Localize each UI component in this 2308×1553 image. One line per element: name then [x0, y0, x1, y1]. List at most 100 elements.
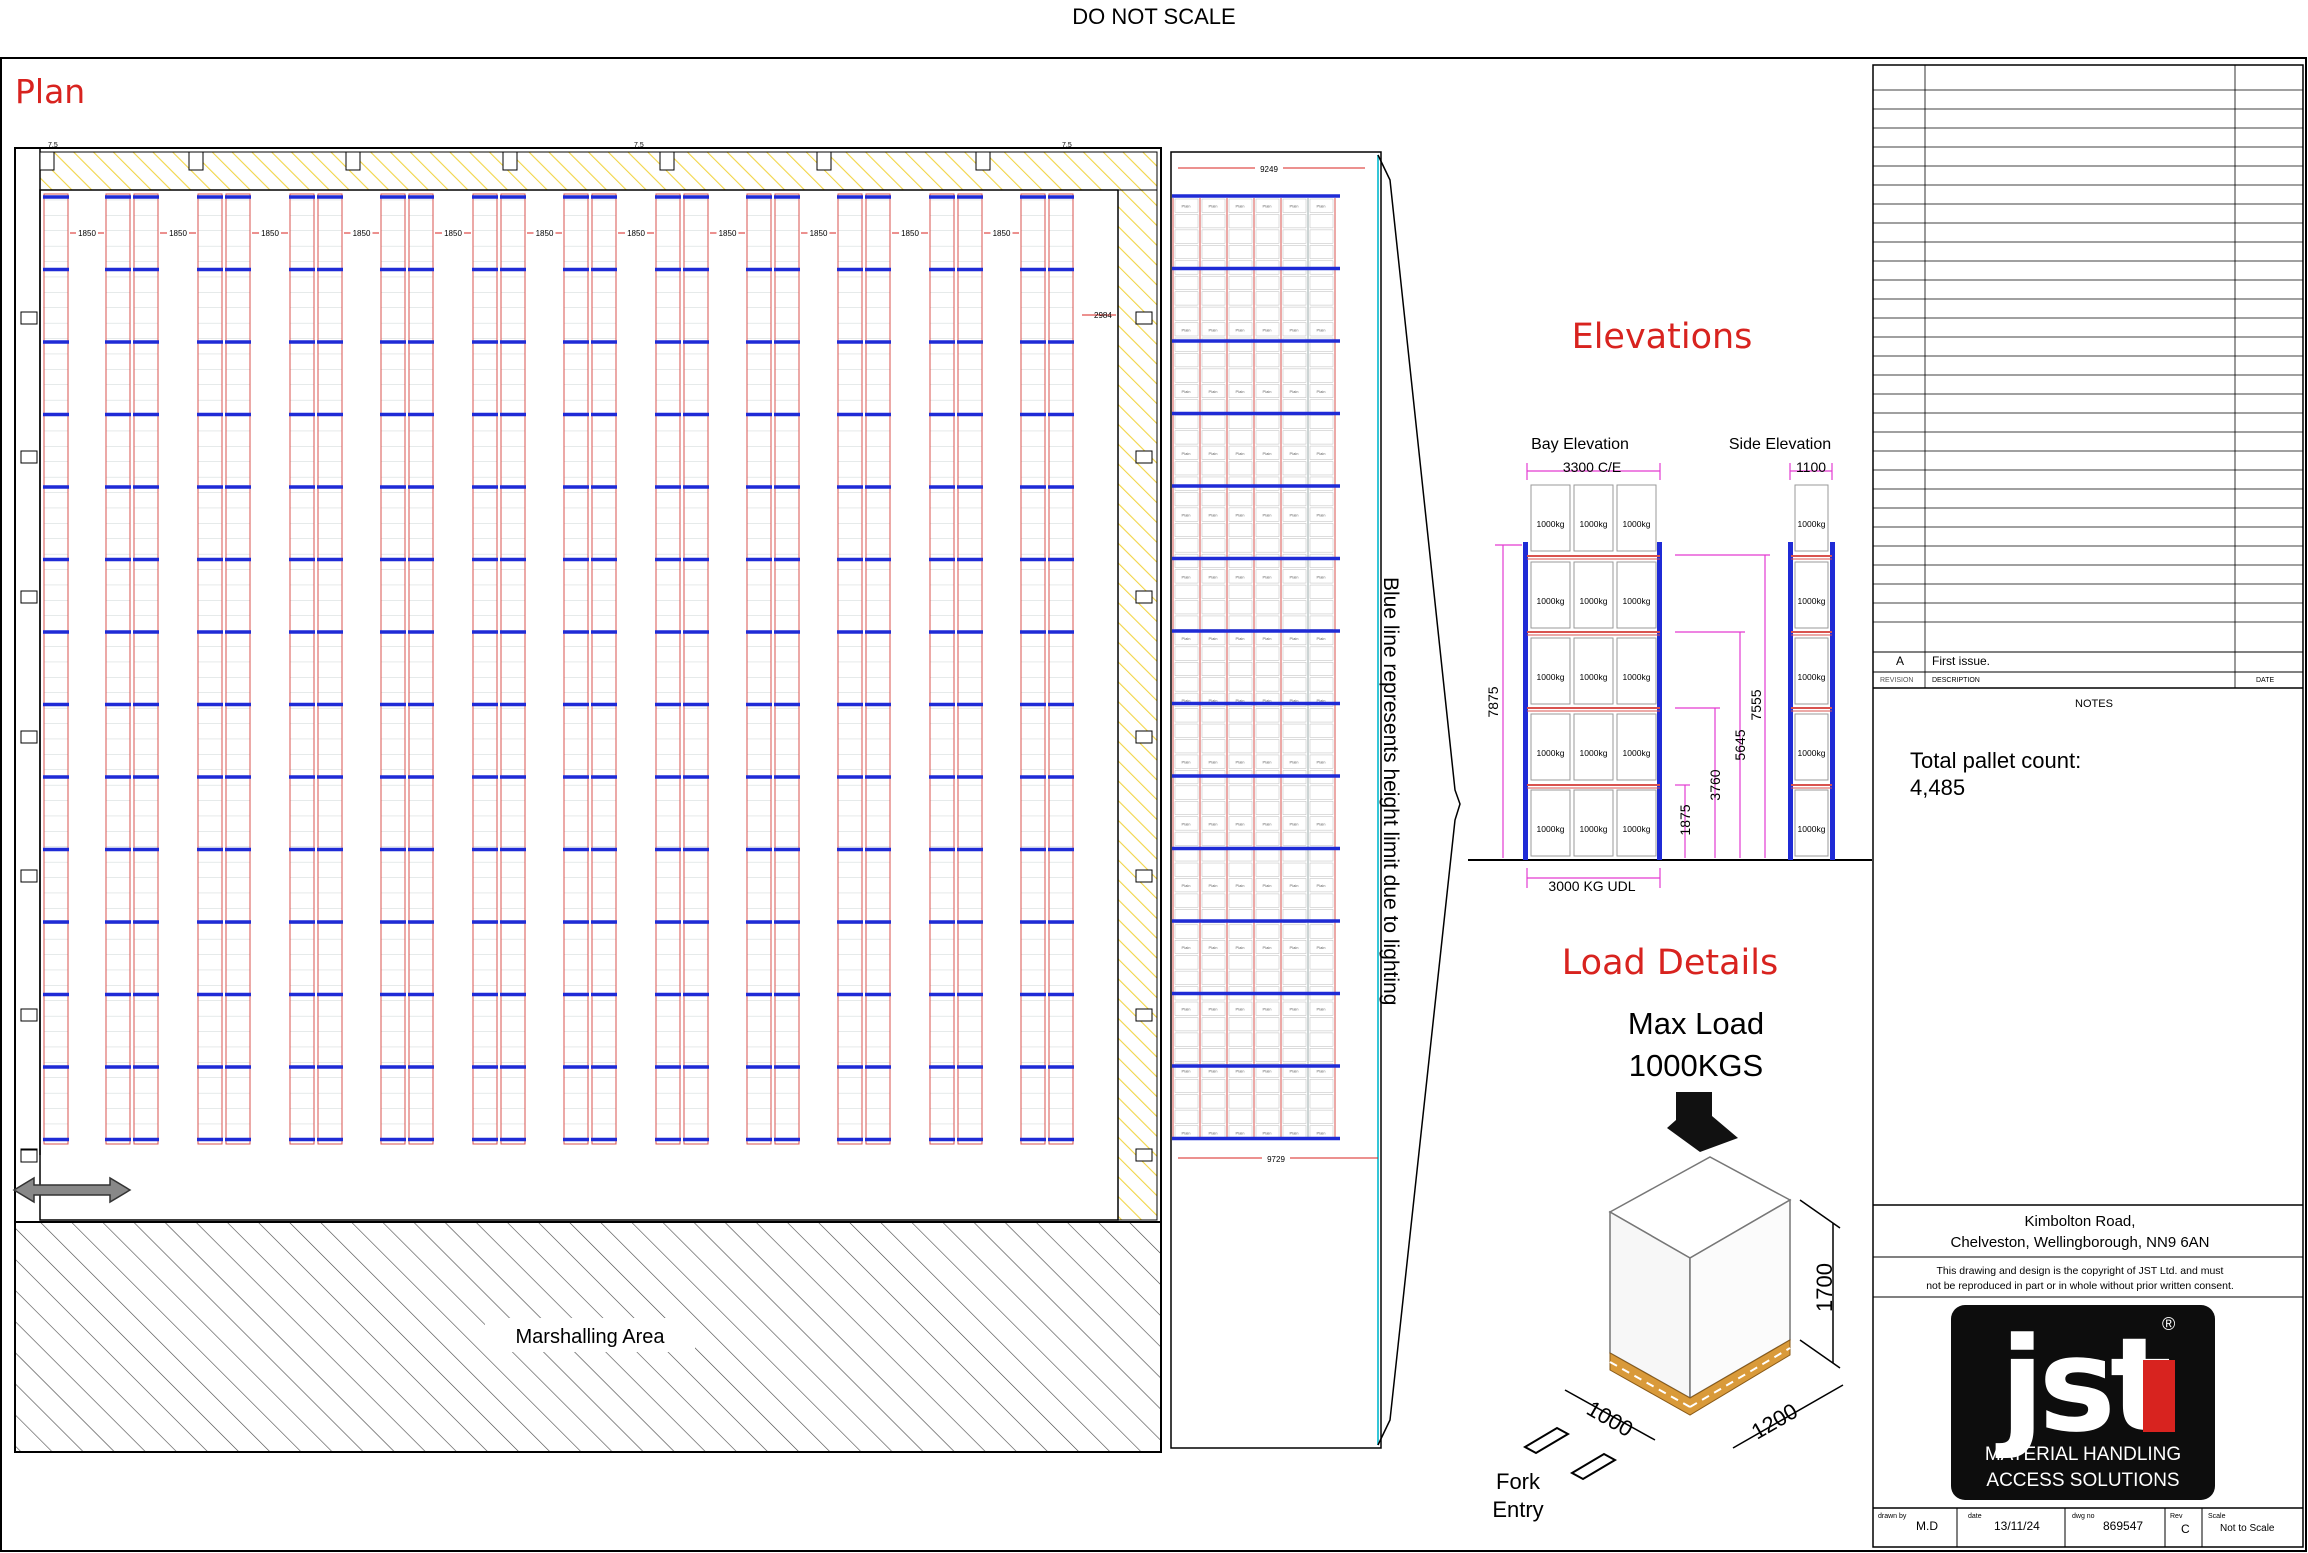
side-cell-label: Plain [1263, 1007, 1272, 1012]
column-left-5 [20, 1008, 38, 1022]
side-cell-label: Plain [1236, 513, 1245, 518]
side-cell-label: Plain [1290, 883, 1299, 888]
direction-arrow [12, 1176, 132, 1204]
rack-run-8-b [865, 193, 891, 1145]
fork-entry-line2: Entry [1492, 1497, 1543, 1522]
top-mark-1: 7.5 [48, 142, 58, 149]
rack-run-10-b [1048, 193, 1074, 1145]
fork-blade-left [1522, 1426, 1571, 1455]
col-revision: REVISION [1880, 677, 1913, 684]
bay-load-label: 1000kg [1623, 519, 1651, 529]
side-cell-label: Plain [1236, 636, 1245, 641]
bay-load-label: 1000kg [1623, 672, 1651, 682]
height-limit-note: Blue line represents height limit due to… [1379, 577, 1402, 1005]
drawn-by-value: M.D [1916, 1519, 1938, 1533]
rack-run-6-b [683, 193, 709, 1145]
aisle-dim-0: 1850 [70, 228, 104, 238]
load-depth-dim: 1000 [1583, 1396, 1638, 1442]
aisle-dim-9: 1850 [892, 228, 928, 238]
rev-value: C [2181, 1522, 2190, 1536]
dwg-no-value: 869547 [2103, 1519, 2143, 1533]
top-mark-2: 7.5 [634, 142, 644, 149]
side-cell-label: Plain [1263, 821, 1272, 826]
side-cell-label: Plain [1182, 574, 1191, 579]
side-cell-label: Plain [1209, 1069, 1218, 1074]
aisle-dim-label: 1850 [993, 229, 1011, 238]
column-top-5 [816, 151, 832, 171]
column-left-3 [20, 730, 38, 744]
rack-run-2-a [289, 193, 315, 1145]
side-cell-label: Plain [1317, 389, 1326, 394]
udl-dim: 3000 KG UDL [1548, 878, 1635, 894]
side-cell-label: Plain [1317, 945, 1326, 950]
side-cell-label: Plain [1236, 945, 1245, 950]
side-elevation-title: Side Elevation [1729, 436, 1831, 453]
aisle-dim-2: 1850 [252, 228, 288, 238]
side-cell-label: Plain [1182, 698, 1191, 703]
aisle-dim-6: 1850 [618, 228, 654, 238]
do-not-scale-note: DO NOT SCALE [1072, 4, 1235, 29]
building-columns [20, 151, 1153, 1301]
side-cell-label: Plain [1317, 760, 1326, 765]
side-cell-label: Plain [1317, 574, 1326, 579]
side-cell-label: Plain [1290, 760, 1299, 765]
side-cell-label: Plain [1236, 204, 1245, 209]
rack-run-5-b [591, 193, 617, 1145]
side-cell-label: Plain [1182, 513, 1191, 518]
rev-label: Rev [2170, 1513, 2183, 1520]
side-cell-label: Plain [1182, 451, 1191, 456]
warehouse-plan: 7.5 7.5 7.5 Marshalling Area 70 2984 185… [12, 142, 1162, 1453]
column-right-0 [1135, 311, 1153, 325]
column-right-5 [1135, 1008, 1153, 1022]
side-cell-label: Plain [1317, 327, 1326, 332]
side-cell-label: Plain [1290, 1069, 1299, 1074]
side-cell-label: Plain [1317, 204, 1326, 209]
side-upright-right [1830, 542, 1835, 860]
side-cell-label: Plain [1209, 327, 1218, 332]
load-arrow-icon [1667, 1092, 1738, 1152]
side-load-label: 1000kg [1798, 672, 1826, 682]
column-right-1 [1135, 450, 1153, 464]
copyright-line1: This drawing and design is the copyright… [1937, 1265, 2224, 1277]
rack-run-2-b [317, 193, 343, 1145]
side-cell-label: Plain [1182, 760, 1191, 765]
rack-run-3-a [380, 193, 406, 1145]
beam-level-dims: 1875 3760 5645 7555 [1675, 554, 1770, 858]
marshalling-area-label: Marshalling Area [516, 1326, 666, 1348]
side-cell-label: Plain [1209, 1130, 1218, 1135]
side-cell-label: Plain [1290, 698, 1299, 703]
side-load-label: 1000kg [1798, 824, 1826, 834]
column-left-4 [20, 869, 38, 883]
side-cell-label: Plain [1209, 1007, 1218, 1012]
side-cell-label: Plain [1236, 698, 1245, 703]
top-walkway-hatch [39, 151, 1158, 191]
bay-load-label: 1000kg [1537, 596, 1565, 606]
column-top-6 [975, 151, 991, 171]
side-cell-label: Plain [1263, 883, 1272, 888]
side-cell-label: Plain [1290, 636, 1299, 641]
side-cell-label: Plain [1290, 513, 1299, 518]
height-overall-dim: 7875 [1485, 686, 1501, 717]
side-cell-label: Plain [1290, 389, 1299, 394]
bay-load-label: 1000kg [1580, 672, 1608, 682]
rack-single-0 [43, 193, 69, 1145]
max-load-line2: 1000KGS [1629, 1048, 1763, 1083]
side-rack-grid: PlainPlainPlainPlainPlainPlainPlainPlain… [1172, 194, 1340, 1141]
revision-text: First issue. [1932, 654, 1990, 668]
column-top-1 [188, 151, 204, 171]
side-cell-label: Plain [1236, 1007, 1245, 1012]
side-cell-label: Plain [1317, 698, 1326, 703]
rack-run-9-b [957, 193, 983, 1145]
side-section-frame [1170, 151, 1382, 1449]
aisle-dim-label: 1850 [810, 229, 828, 238]
beam-level-2: 3760 [1707, 769, 1723, 800]
side-cell-label: Plain [1317, 636, 1326, 641]
side-load-label: 1000kg [1798, 519, 1826, 529]
load-details-title: Load Details [1562, 943, 1778, 983]
aisle-dim-label: 1850 [169, 229, 187, 238]
aisle-dim-label: 1850 [627, 229, 645, 238]
